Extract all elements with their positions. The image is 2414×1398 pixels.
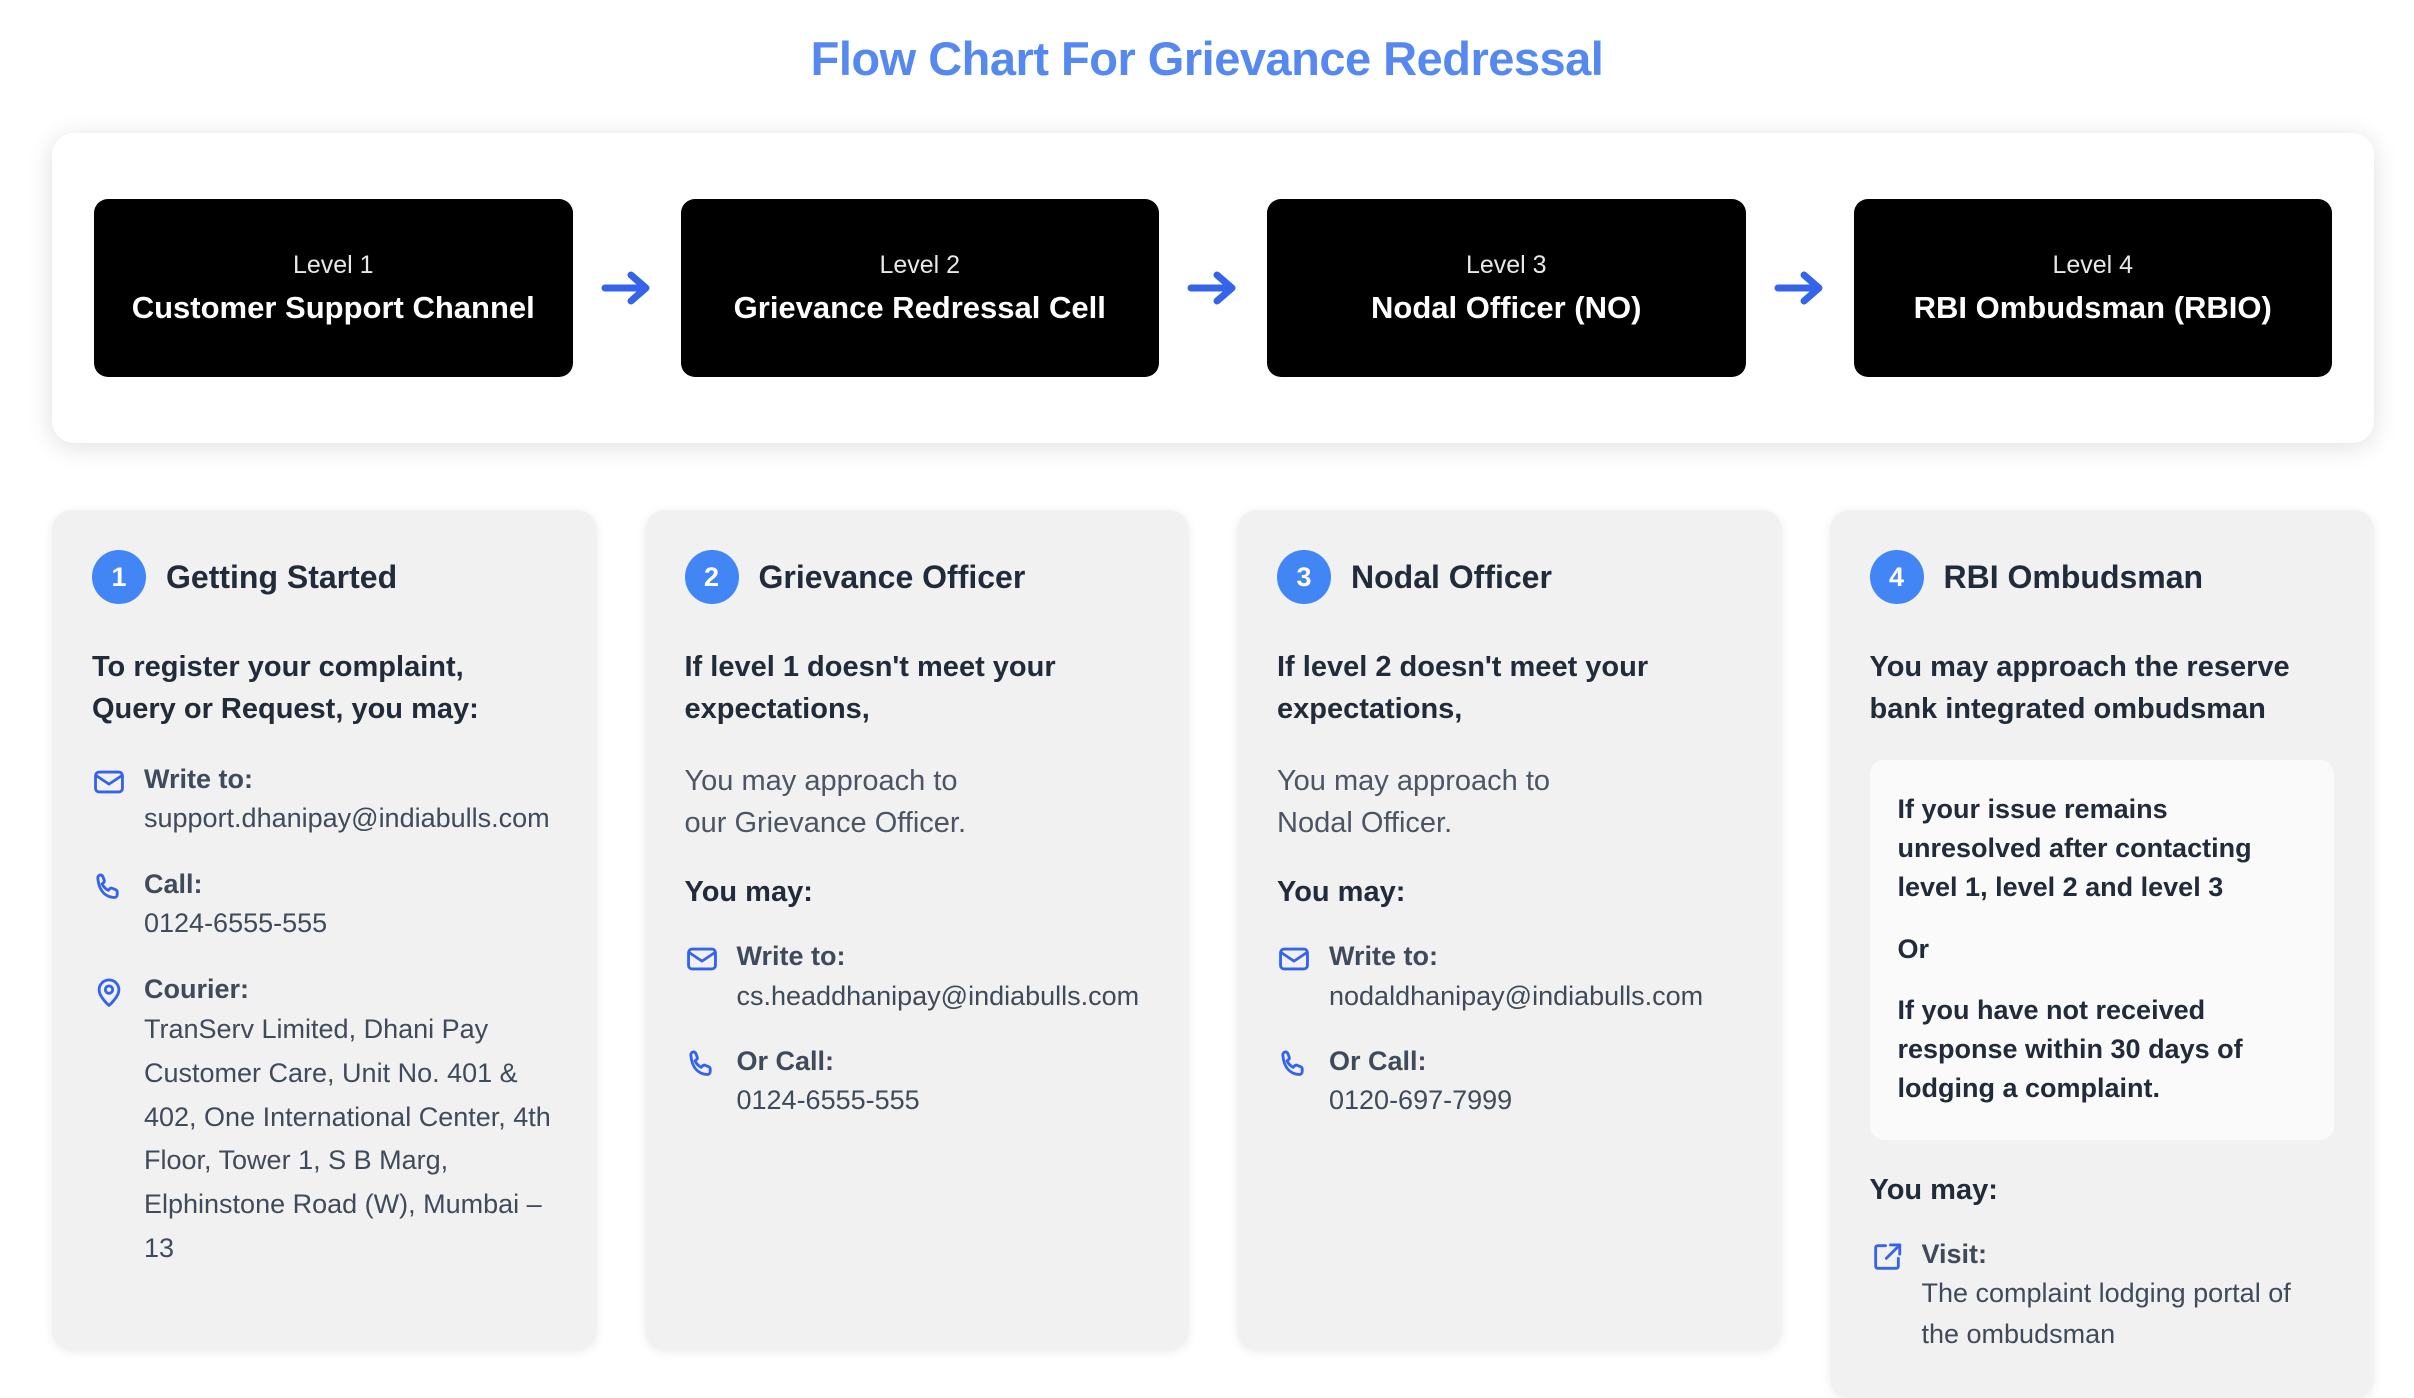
contact-item: Visit: The complaint lodging portal of t… (1870, 1235, 2335, 1354)
contact-list: Visit: The complaint lodging portal of t… (1870, 1235, 2335, 1354)
contact-body: Or Call: 0120-697-7999 (1329, 1042, 1742, 1121)
card-title: Grievance Officer (758, 558, 1026, 595)
contact-body: Or Call: 0124-6555-555 (737, 1042, 1150, 1121)
step-badge: 4 (1869, 550, 1924, 604)
step-badge: 2 (684, 550, 739, 604)
card-you-may-label: You may: (1869, 1174, 1998, 1207)
contact-body: Call: 0124-6555-555 (144, 865, 557, 944)
contact-item: Write to: nodaldhanipay@indiabulls.com (1277, 937, 1742, 1016)
contact-label: Or Call: (736, 1046, 835, 1077)
mail-icon (92, 765, 126, 799)
contact-item: Call: 0124-6555-555 (92, 865, 557, 944)
contact-value[interactable]: 0120-697-7999 (1329, 1085, 1513, 1116)
level-name: Customer Support Channel (131, 289, 535, 325)
info-card-rbi-ombudsman: 4 RBI Ombudsman You may approach the res… (1829, 510, 2374, 1398)
arrow-right-icon (573, 266, 681, 310)
card-title: Nodal Officer (1351, 558, 1552, 595)
contact-label: Visit: (1921, 1239, 1988, 1270)
card-title: RBI Ombudsman (1943, 558, 2204, 595)
info-card-nodal-officer: 3 Nodal Officer If level 2 doesn't meet … (1237, 510, 1782, 1350)
contact-list: Write to: nodaldhanipay@indiabulls.com O… (1277, 937, 1742, 1121)
card-lead-text: If level 1 doesn't meet your expectation… (684, 651, 1056, 726)
info-card-getting-started: 1 Getting Started To register your compl… (52, 510, 597, 1350)
contact-item: Or Call: 0120-697-7999 (1277, 1042, 1742, 1121)
contact-item: Write to: cs.headdhanipay@indiabulls.com (685, 937, 1150, 1016)
level-name: Grievance Redressal Cell (733, 289, 1106, 325)
contact-value[interactable]: nodaldhanipay@indiabulls.com (1329, 980, 1704, 1011)
card-header: 1 Getting Started (92, 550, 557, 604)
contact-label: Write to: (1329, 941, 1438, 972)
contact-label: Write to: (736, 941, 846, 972)
contact-value: TranServ Limited, Dhani Pay Customer Car… (144, 1014, 551, 1263)
contact-body: Write to: support.dhanipay@indiabulls.co… (144, 760, 557, 839)
card-you-may-label: You may: (684, 876, 813, 909)
contact-body: Visit: The complaint lodging portal of t… (1922, 1235, 2335, 1354)
contact-label: Write to: (144, 764, 253, 795)
card-title: Getting Started (166, 558, 398, 595)
info-card-grievance-officer: 2 Grievance Officer If level 1 doesn't m… (644, 510, 1189, 1350)
contact-item: Write to: support.dhanipay@indiabulls.co… (92, 760, 557, 839)
phone-icon (685, 1047, 719, 1081)
level-box-2: Level 2 Grievance Redressal Cell (680, 199, 1159, 377)
level-kicker: Level 3 (1465, 250, 1547, 279)
arrow-right-icon (1746, 266, 1854, 310)
card-header: 3 Nodal Officer (1277, 550, 1742, 604)
callout-line: Or (1897, 933, 1930, 964)
card-lead-text: You may approach the reserve bank integr… (1869, 651, 2290, 726)
contact-label: Or Call: (1329, 1046, 1427, 1077)
contact-list: Write to: support.dhanipay@indiabulls.co… (92, 760, 557, 1270)
contact-body: Write to: nodaldhanipay@indiabulls.com (1329, 937, 1742, 1016)
card-lead-text: If level 2 doesn't meet your expectation… (1277, 651, 1649, 726)
contact-value[interactable]: support.dhanipay@indiabulls.com (144, 803, 550, 834)
info-cards-row: 1 Getting Started To register your compl… (52, 510, 2374, 1398)
contact-body: Courier: TranServ Limited, Dhani Pay Cus… (144, 970, 557, 1271)
callout-line: If your issue remains unresolved after c… (1897, 794, 2252, 903)
level-name: RBI Ombudsman (RBIO) (1913, 289, 2272, 325)
external-link-icon (1870, 1240, 1904, 1274)
level-name: Nodal Officer (NO) (1371, 289, 1642, 325)
contact-item: Courier: TranServ Limited, Dhani Pay Cus… (92, 970, 557, 1271)
card-lead-text: To register your complaint, Query or Req… (92, 651, 479, 726)
level-kicker: Level 1 (292, 250, 374, 279)
step-badge: 1 (92, 550, 146, 604)
card-header: 2 Grievance Officer (684, 550, 1150, 604)
level-kicker: Level 2 (879, 250, 961, 279)
page-title: Flow Chart For Grievance Redressal (810, 32, 1604, 85)
contact-value[interactable]: cs.headdhanipay@indiabulls.com (736, 980, 1140, 1011)
card-sub-text: You may approach to Nodal Officer. (1277, 765, 1551, 840)
level-box-3: Level 3 Nodal Officer (NO) (1267, 199, 1746, 377)
card-sub-text: You may approach to our Grievance Office… (684, 765, 967, 840)
step-badge: 3 (1277, 550, 1331, 604)
pin-icon (92, 975, 126, 1009)
level-box-4: Level 4 RBI Ombudsman (RBIO) (1853, 199, 2332, 377)
contact-value[interactable]: 0124-6555-555 (144, 908, 328, 939)
mail-icon (1277, 942, 1311, 976)
escalation-callout: If your issue remains unresolved after c… (1869, 760, 2334, 1141)
card-header: 4 RBI Ombudsman (1869, 550, 2335, 604)
arrow-right-icon (1159, 266, 1267, 310)
callout-line: If you have not received response within… (1897, 994, 2243, 1103)
contact-label: Call: (144, 868, 203, 899)
contact-value[interactable]: The complaint lodging portal of the ombu… (1921, 1278, 2291, 1349)
contact-body: Write to: cs.headdhanipay@indiabulls.com (737, 937, 1150, 1016)
card-you-may-label: You may: (1277, 876, 1406, 909)
contact-value[interactable]: 0124-6555-555 (736, 1085, 920, 1116)
phone-icon (1277, 1047, 1311, 1081)
contact-list: Write to: cs.headdhanipay@indiabulls.com… (685, 937, 1150, 1121)
contact-item: Or Call: 0124-6555-555 (685, 1042, 1150, 1121)
mail-icon (685, 942, 719, 976)
contact-label: Courier: (144, 973, 250, 1004)
level-box-1: Level 1 Customer Support Channel (94, 199, 573, 377)
level-kicker: Level 4 (2052, 250, 2134, 279)
flow-levels-panel: Level 1 Customer Support Channel Level 2… (52, 133, 2374, 443)
phone-icon (92, 870, 126, 904)
